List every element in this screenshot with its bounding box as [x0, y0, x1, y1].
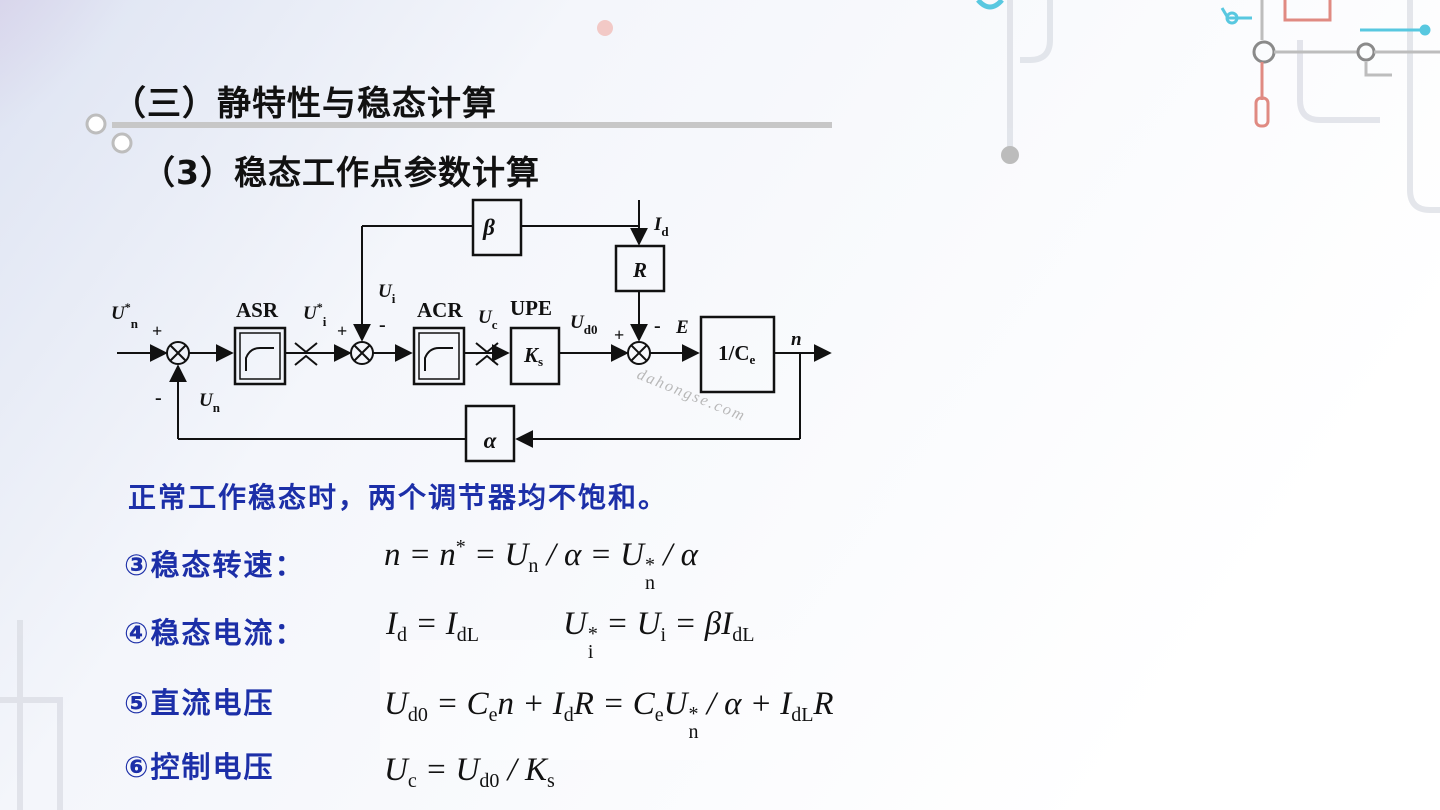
upe-label: UPE	[510, 296, 552, 320]
sign-plus-1: +	[152, 321, 162, 341]
r-block-label: R	[632, 258, 647, 282]
sign-minus-3: -	[654, 315, 661, 337]
speed-reference-label: U*n	[111, 300, 139, 331]
acr-label: ACR	[417, 298, 463, 322]
item-label-control-voltage: ⑥控制电压	[124, 750, 275, 784]
armature-current-label: Id	[653, 214, 669, 239]
control-voltage-label: Uc	[478, 307, 498, 332]
equation-control-voltage: Uc = Ud0 / Ks	[384, 752, 555, 792]
summing-junction-speed	[166, 341, 190, 365]
ce-block-label: 1/Ce	[718, 341, 756, 367]
asr-label: ASR	[236, 298, 279, 322]
alpha-block-label: α	[484, 428, 498, 453]
steady-state-statement: 正常工作稳态时，两个调节器均不饱和。	[128, 481, 669, 514]
rectifier-voltage-label: Ud0	[570, 312, 597, 337]
speed-feedback-label: Un	[199, 390, 221, 415]
summing-junction-current	[350, 341, 374, 365]
equation-speed: n = n* = Un / α = U*n / α	[384, 536, 698, 594]
item-label-speed: ③稳态转速：	[124, 548, 306, 582]
ks-block-label: Ks	[523, 343, 543, 369]
item-label-current: ④稳态电流：	[124, 616, 306, 650]
back-emf-label: E	[675, 317, 689, 338]
sign-plus-2: +	[337, 321, 347, 341]
item-label-dc-voltage: ⑤直流电压	[124, 686, 275, 720]
equation-current-a: Id = IdL	[386, 606, 479, 646]
equation-current-b: U*i = Ui = βIdL	[563, 606, 755, 663]
current-reference-label: U*i	[303, 300, 327, 329]
sign-plus-3: +	[614, 325, 624, 345]
sign-minus-2: -	[379, 314, 386, 336]
sign-minus-1: -	[155, 387, 162, 409]
summing-junction-voltage	[627, 341, 651, 365]
section-subtitle: （3）稳态工作点参数计算	[142, 153, 540, 192]
equation-dc-voltage: Ud0 = Cen + IdR = CeU*n / α + IdLR	[384, 686, 834, 743]
beta-block-label: β	[482, 215, 495, 240]
watermark: dahongse.com	[635, 366, 749, 425]
current-feedback-label: Ui	[378, 281, 396, 306]
speed-output-label: n	[791, 329, 802, 350]
slide-title: （三）静特性与稳态计算	[112, 84, 497, 124]
